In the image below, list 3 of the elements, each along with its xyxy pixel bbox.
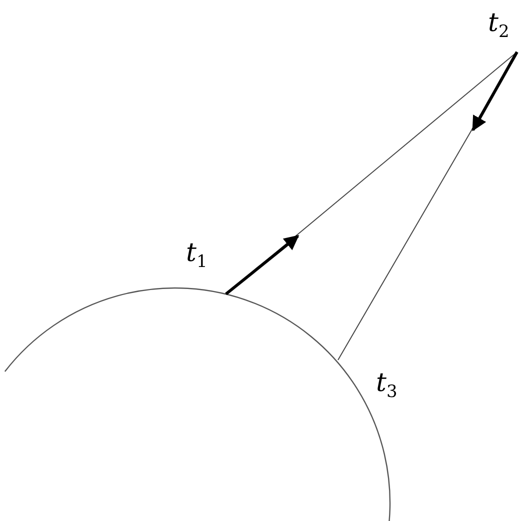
point-label: t$_{2}$ [488, 10, 510, 42]
point-label: t$_{1}$ [186, 240, 208, 272]
point-label: t$_{3}$ [376, 370, 398, 402]
